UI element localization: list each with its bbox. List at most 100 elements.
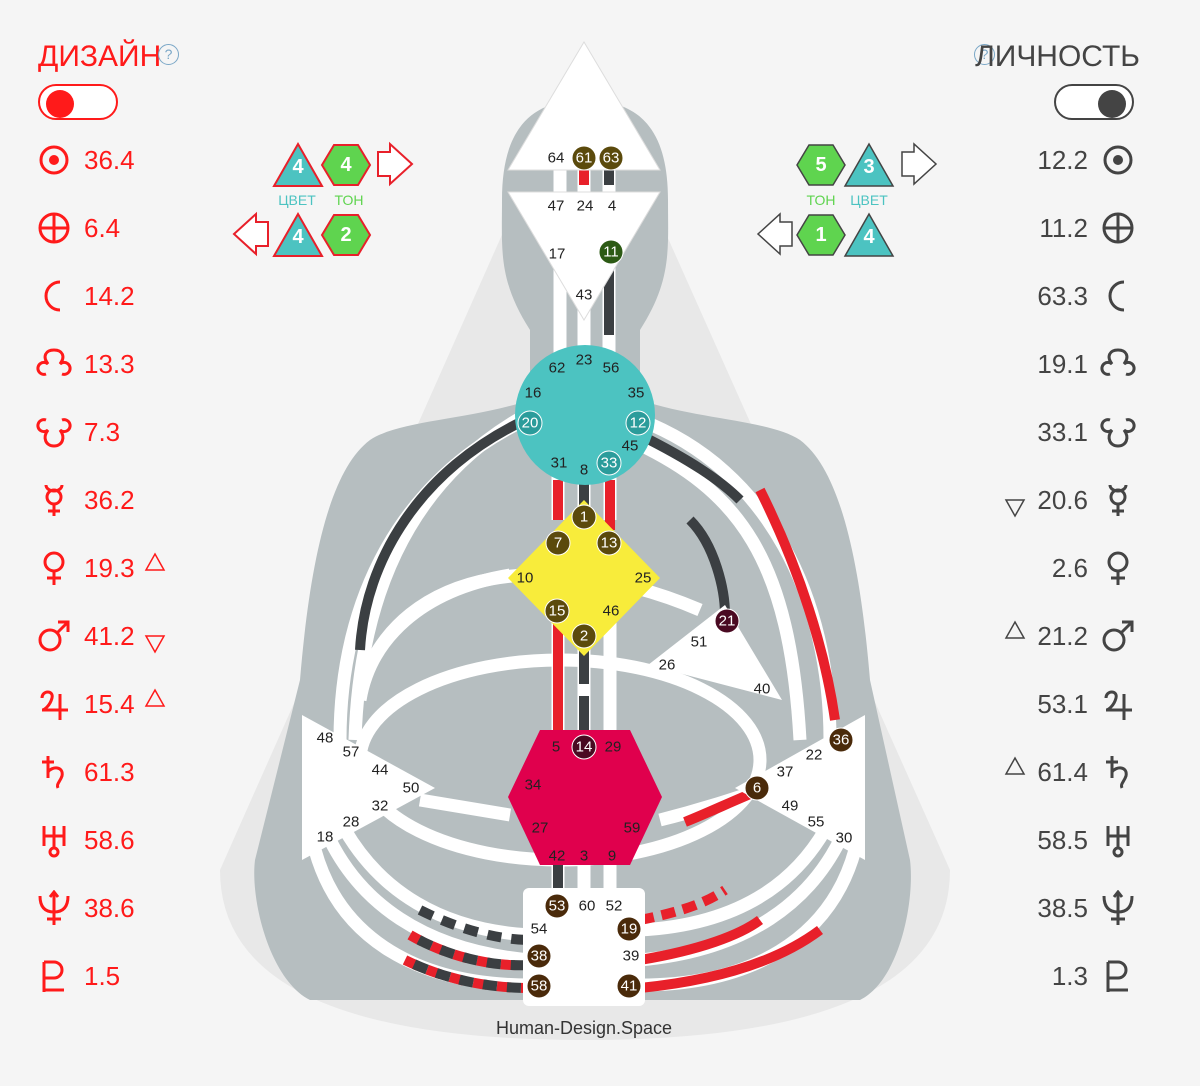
personality-help-icon[interactable]: ?: [974, 44, 995, 65]
gate-45[interactable]: 45: [622, 438, 639, 455]
gate-63[interactable]: 63: [603, 150, 620, 167]
personality-planet-row[interactable]: 63.3: [1037, 276, 1136, 316]
gate-3[interactable]: 3: [580, 848, 588, 865]
gate-14[interactable]: 14: [576, 739, 593, 756]
design-planet-row[interactable]: 38.6: [36, 888, 135, 928]
personality-planet-row[interactable]: 20.6: [1037, 480, 1136, 520]
gate-11[interactable]: 11: [603, 244, 619, 261]
design-planet-row[interactable]: 36.4: [36, 140, 135, 180]
gate-32[interactable]: 32: [372, 798, 389, 815]
gate-18[interactable]: 18: [317, 829, 334, 846]
gate-24[interactable]: 24: [577, 198, 594, 215]
design-planet-row[interactable]: 13.3: [36, 344, 135, 384]
gate-44[interactable]: 44: [372, 762, 389, 779]
gate-9[interactable]: 9: [608, 848, 616, 865]
gate-37[interactable]: 37: [777, 764, 794, 781]
gate-39[interactable]: 39: [623, 948, 640, 965]
design-planet-row[interactable]: 15.4: [36, 684, 135, 724]
gate-20[interactable]: 20: [522, 415, 539, 432]
personality-planet-row[interactable]: 61.4: [1037, 752, 1136, 792]
exalted-triangle-icon: [144, 688, 166, 708]
design-planet-row[interactable]: 19.3: [36, 548, 135, 588]
design-planet-row[interactable]: 6.4: [36, 208, 120, 248]
gate-21[interactable]: 21: [719, 613, 736, 630]
personality-planet-row[interactable]: 21.2: [1037, 616, 1136, 656]
gate-56[interactable]: 56: [603, 360, 620, 377]
gate-42[interactable]: 42: [549, 848, 566, 865]
gate-8[interactable]: 8: [580, 462, 588, 479]
gate-50[interactable]: 50: [403, 780, 420, 797]
personality-toggle[interactable]: [1054, 84, 1134, 120]
gate-48[interactable]: 48: [317, 730, 334, 747]
gate-29[interactable]: 29: [605, 739, 622, 756]
gate-55[interactable]: 55: [808, 814, 825, 831]
personality-planet-row[interactable]: 2.6: [1052, 548, 1136, 588]
gate-12[interactable]: 12: [630, 415, 647, 432]
gate-16[interactable]: 16: [525, 385, 542, 402]
gate-10[interactable]: 10: [517, 570, 534, 587]
gate-58[interactable]: 58: [531, 978, 548, 995]
design-help-icon[interactable]: ?: [158, 44, 179, 65]
gate-2[interactable]: 2: [580, 628, 588, 645]
gate-13[interactable]: 13: [601, 535, 618, 552]
gate-38[interactable]: 38: [531, 948, 548, 965]
gate-6[interactable]: 6: [753, 780, 761, 797]
design-planet-row[interactable]: 61.3: [36, 752, 135, 792]
gate-activation-dot: [526, 943, 552, 969]
gate-33[interactable]: 33: [601, 455, 618, 472]
gate-53[interactable]: 53: [549, 898, 566, 915]
gate-25[interactable]: 25: [635, 570, 652, 587]
gate-41[interactable]: 41: [621, 978, 638, 995]
design-planet-row[interactable]: 14.2: [36, 276, 135, 316]
gate-34[interactable]: 34: [525, 777, 542, 794]
gate-27[interactable]: 27: [532, 820, 549, 837]
personality-planet-row[interactable]: 58.5: [1037, 820, 1136, 860]
gate-40[interactable]: 40: [754, 681, 771, 698]
personality-planet-row[interactable]: 11.2: [1039, 208, 1136, 248]
gate-36[interactable]: 36: [833, 732, 850, 749]
gate-60[interactable]: 60: [579, 898, 596, 915]
gate-46[interactable]: 46: [603, 603, 620, 620]
design-toggle[interactable]: [38, 84, 118, 120]
gate-22[interactable]: 22: [806, 747, 823, 764]
design-planet-row[interactable]: 58.6: [36, 820, 135, 860]
design-planet-row[interactable]: 1.5: [36, 956, 120, 996]
gate-54[interactable]: 54: [531, 921, 548, 938]
design-planet-row[interactable]: 41.2: [36, 616, 135, 656]
gate-62[interactable]: 62: [549, 360, 566, 377]
personality-planet-row[interactable]: 1.3: [1052, 956, 1136, 996]
personality-planet-row[interactable]: 38.5: [1037, 888, 1136, 928]
gate-59[interactable]: 59: [624, 820, 641, 837]
gate-57[interactable]: 57: [343, 744, 360, 761]
jupiter-icon: [36, 686, 72, 722]
gate-26[interactable]: 26: [659, 657, 676, 674]
gate-15[interactable]: 15: [549, 603, 566, 620]
gate-31[interactable]: 31: [551, 455, 568, 472]
gate-61[interactable]: 61: [576, 150, 593, 167]
design-arrow-left-icon: [232, 211, 269, 257]
gate-4[interactable]: 4: [608, 198, 616, 215]
design-planet-row[interactable]: 36.2: [36, 480, 135, 520]
gate-1[interactable]: 1: [580, 509, 588, 526]
gate-51[interactable]: 51: [691, 634, 708, 651]
gate-47[interactable]: 47: [548, 198, 565, 215]
personality-planet-row[interactable]: 12.2: [1037, 140, 1136, 180]
throat-center: [515, 345, 655, 485]
gate-7[interactable]: 7: [554, 535, 562, 552]
gate-52[interactable]: 52: [606, 898, 623, 915]
gate-64[interactable]: 64: [548, 150, 565, 167]
gate-28[interactable]: 28: [343, 814, 360, 831]
gate-30[interactable]: 30: [836, 830, 853, 847]
gate-35[interactable]: 35: [628, 385, 645, 402]
gate-49[interactable]: 49: [782, 798, 799, 815]
design-planet-row[interactable]: 7.3: [36, 412, 120, 452]
personality-planet-row[interactable]: 33.1: [1037, 412, 1136, 452]
gate-23[interactable]: 23: [576, 352, 593, 369]
gate-43[interactable]: 43: [576, 287, 593, 304]
gate-19[interactable]: 19: [621, 921, 638, 938]
gate-17[interactable]: 17: [549, 246, 566, 263]
gate-5[interactable]: 5: [552, 739, 560, 756]
personality-planet-row[interactable]: 19.1: [1037, 344, 1136, 384]
ego-center: [648, 605, 782, 700]
personality-planet-row[interactable]: 53.1: [1037, 684, 1136, 724]
